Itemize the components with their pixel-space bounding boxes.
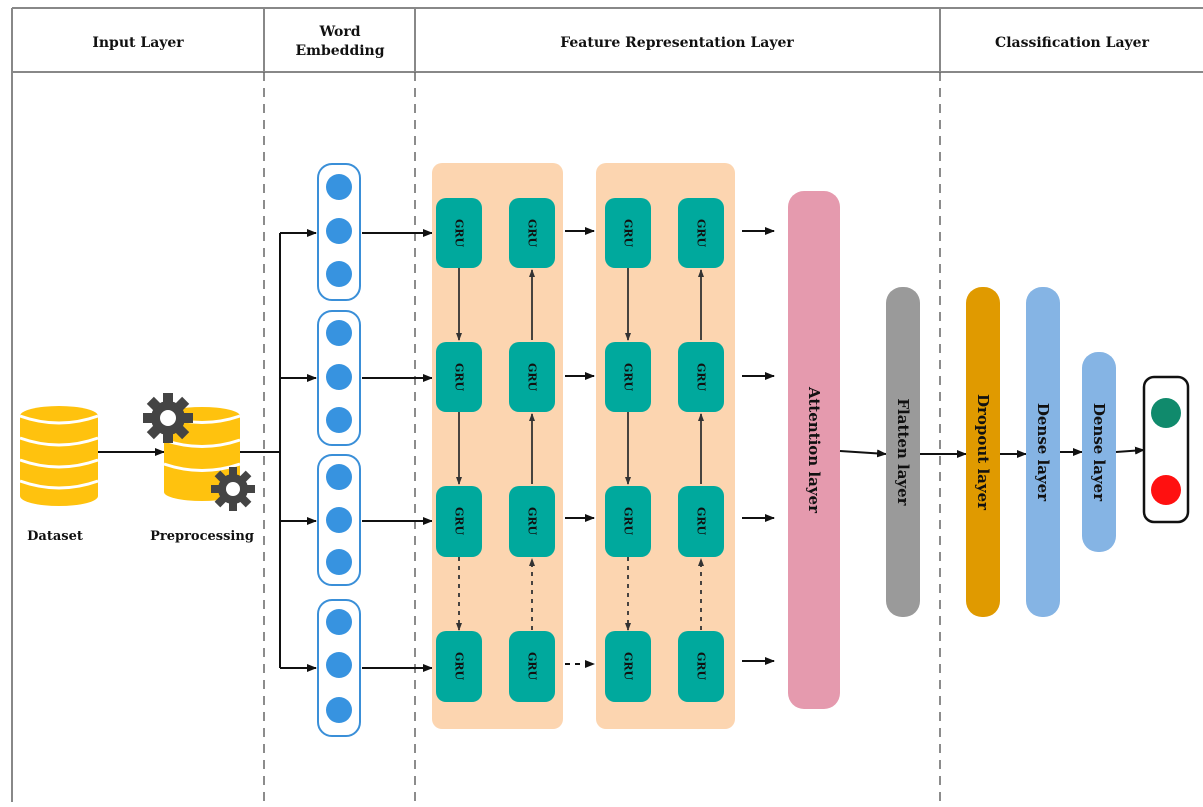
gru-cell: GRU [509,631,555,702]
gru-cell: GRU [436,198,482,268]
svg-text:GRU: GRU [526,507,539,536]
gru-cell: GRU [605,631,651,702]
svg-text:GRU: GRU [526,219,539,248]
gru-cell: GRU [509,342,555,412]
svg-text:GRU: GRU [622,363,635,392]
svg-text:GRU: GRU [453,363,466,392]
embedding-to-gru-arrows [362,229,433,672]
dataset-database-icon [19,406,99,506]
svg-text:GRU: GRU [453,507,466,536]
gru-cell: GRU [509,486,555,557]
gru-cell: GRU [436,342,482,412]
gru-cell: GRU [605,342,651,412]
gru-cell: GRU [678,486,724,557]
svg-text:GRU: GRU [695,507,708,536]
header-feature-representation-layer: Feature Representation Layer [560,35,794,51]
gru-cell: GRU [509,198,555,268]
svg-text:GRU: GRU [526,363,539,392]
svg-text:GRU: GRU [695,219,708,248]
header-input-layer: Input Layer [92,35,184,51]
gru-cell: GRU [436,631,482,702]
gear-icon [211,467,255,511]
output-classes [1142,375,1190,524]
header-word-embedding-line1: Word [318,24,360,40]
svg-text:GRU: GRU [526,652,539,681]
word-embedding-vector [317,454,361,586]
svg-text:GRU: GRU [695,652,708,681]
flatten-layer-label: Flatten layer [894,398,912,506]
svg-text:GRU: GRU [622,219,635,248]
gru-cell: GRU [678,342,724,412]
dropout-layer-label: Dropout layer [974,394,992,511]
dense-layer-1: Dense layer [1026,287,1060,617]
svg-text:GRU: GRU [453,219,466,248]
svg-text:GRU: GRU [453,652,466,681]
dense-layer-2: Dense layer [1082,352,1116,552]
output-class-green [1151,398,1181,428]
word-embedding-vector [317,599,361,737]
gru-recurrent-connections [456,268,704,631]
dense-layer-2-label: Dense layer [1090,403,1108,502]
header-word-embedding-line2: Embedding [295,43,384,59]
gru-cell: GRU [678,631,724,702]
header-band [11,7,1203,802]
word-embedding-vector [317,310,361,446]
column-separators [263,72,941,802]
gru-cell: GRU [605,198,651,268]
attention-layer-label: Attention layer [805,386,823,514]
dataset-label: Dataset [27,529,83,544]
preprocessing-label: Preprocessing [150,529,254,544]
dense-layer-1-label: Dense layer [1034,403,1052,502]
attention-layer: Attention layer [788,191,840,709]
svg-text:GRU: GRU [622,507,635,536]
gru-cell: GRU [436,486,482,557]
output-class-red [1151,475,1181,505]
embedding-branch-connectors [240,229,317,672]
bigru-panel-1 [432,163,563,729]
gru-cell: GRU [678,198,724,268]
word-embedding-vector [317,163,361,301]
header-classification-layer: Classification Layer [995,35,1150,51]
dropout-layer: Dropout layer [966,287,1000,617]
svg-text:GRU: GRU [622,652,635,681]
gru-cell: GRU [605,486,651,557]
gear-icon [143,393,193,443]
svg-text:GRU: GRU [695,363,708,392]
inter-panel-arrows [565,227,775,668]
flatten-layer: Flatten layer [886,287,920,617]
